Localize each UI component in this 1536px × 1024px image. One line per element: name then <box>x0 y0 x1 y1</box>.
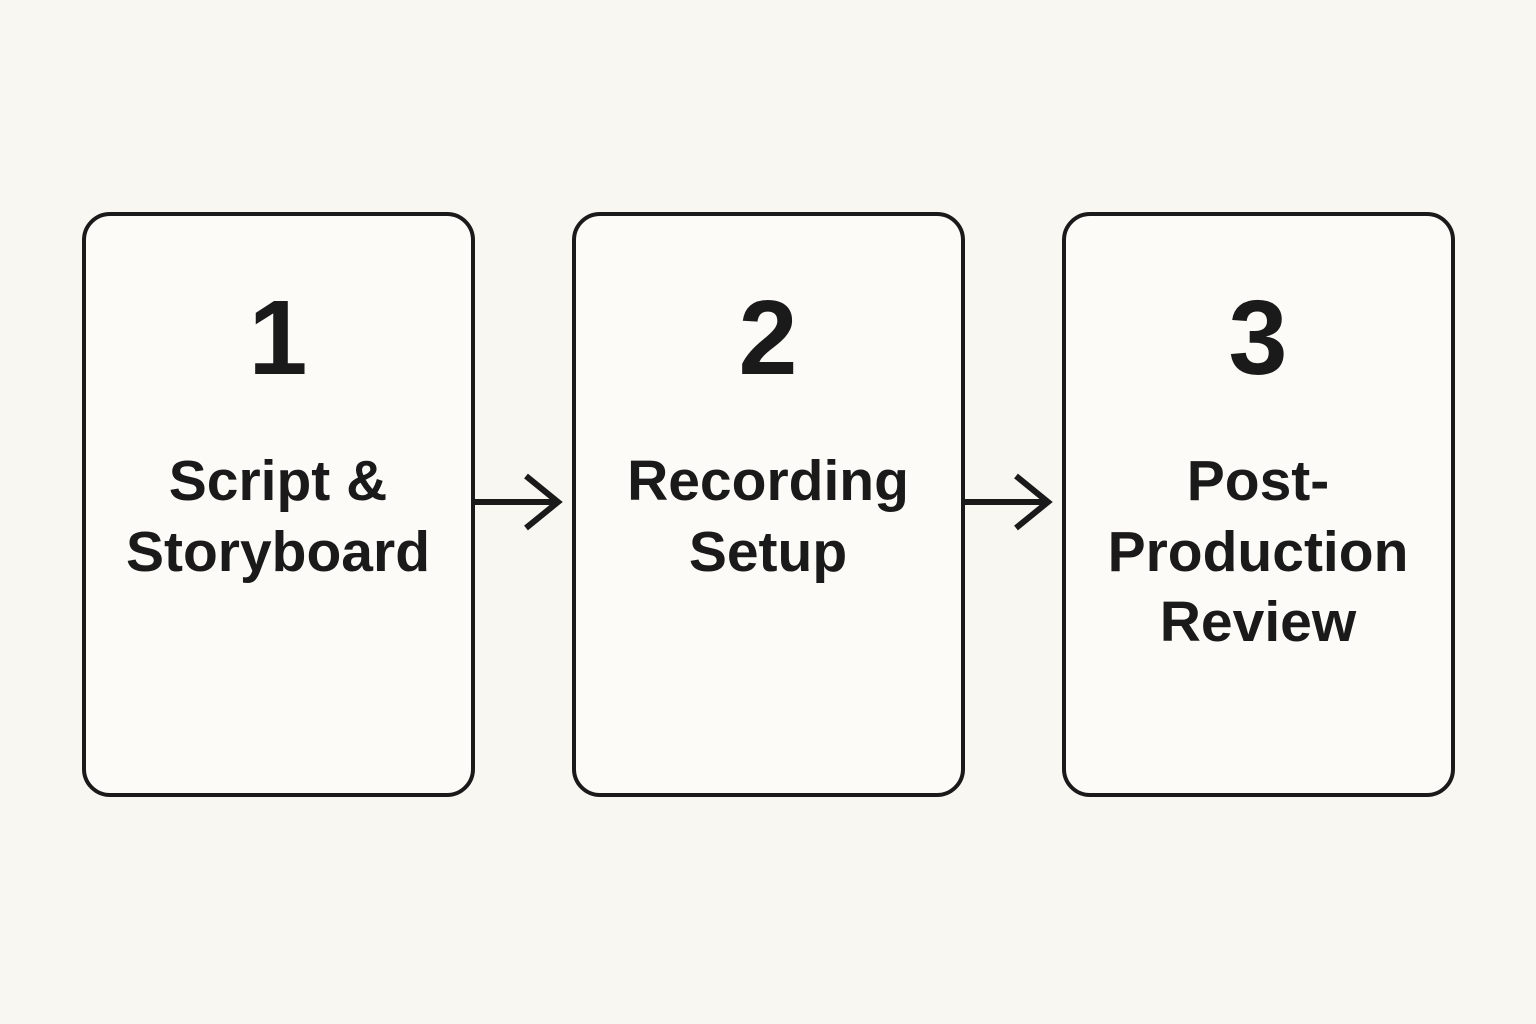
step-card-2: 2 Recording Setup <box>571 211 965 797</box>
step-label: Post-Production Review <box>1107 449 1409 655</box>
step-number: 2 <box>738 278 798 397</box>
step-card-1: 1 Script & Storyboard <box>81 211 475 797</box>
flow-connector-1 <box>474 212 572 797</box>
step-label: Recording Setup <box>627 449 909 584</box>
step-card-3: 3 Post-Production Review <box>1061 211 1455 797</box>
step-label: Script & Storyboard <box>125 449 431 584</box>
arrow-right-icon <box>474 473 563 530</box>
arrow-right-icon <box>964 473 1053 530</box>
step-number: 3 <box>1228 278 1288 397</box>
step-number: 1 <box>248 278 308 397</box>
flow-connector-2 <box>964 212 1062 797</box>
